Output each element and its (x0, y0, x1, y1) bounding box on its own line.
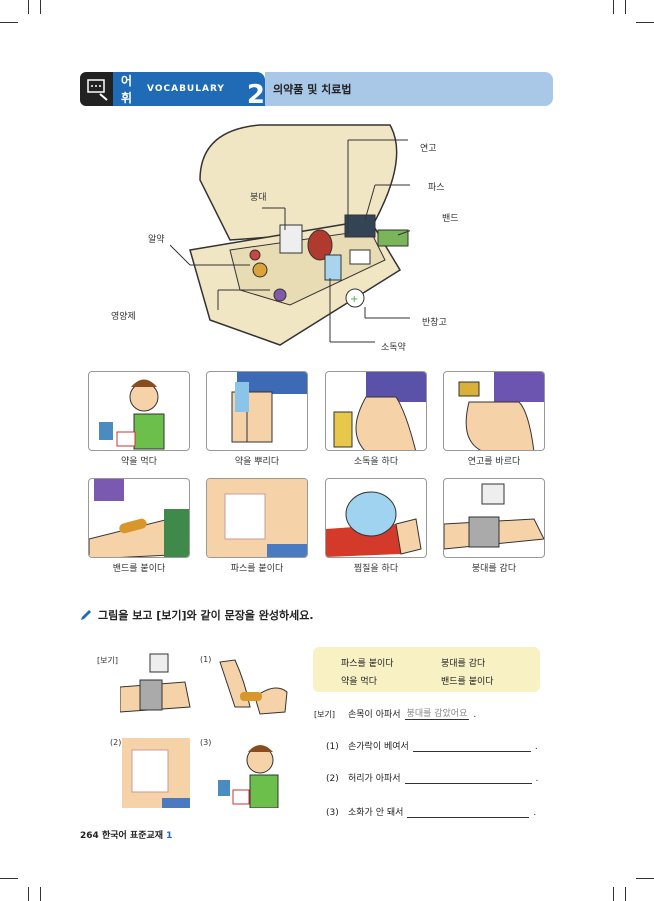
vocabulary-icon (80, 72, 114, 106)
exercise-item: (1) 손가락이 베여서 . (326, 739, 538, 752)
word-option: 파스를 붙이다 (341, 659, 394, 669)
crop-mark (636, 22, 654, 23)
item-number: (3) (326, 808, 339, 818)
label-band: 밴드 (442, 214, 459, 224)
answer-blank[interactable] (407, 806, 530, 818)
image-label: (3) (200, 738, 212, 747)
svg-text:+: + (350, 294, 358, 305)
answer-blank[interactable] (404, 772, 532, 784)
picture-spray-medicine (206, 371, 308, 451)
period: . (533, 808, 537, 818)
crop-mark (40, 887, 41, 901)
period: . (534, 742, 538, 752)
crop-mark (613, 887, 614, 901)
example-answer: 붕대를 감았어요 (404, 706, 470, 720)
label-adhesive-plaster: 반창고 (422, 318, 447, 328)
picture-caption: 붕대를 감다 (471, 564, 517, 574)
book-title: 한국어 표준교재 (101, 831, 164, 841)
page-footer: 264 한국어 표준교재 1 (80, 828, 172, 841)
picture-caption: 소독을 하다 (353, 457, 399, 467)
section-number: 2 (246, 80, 265, 110)
label-pill: 알약 (148, 235, 165, 245)
picture-apply-ointment (443, 371, 545, 451)
example-image-bandage (120, 653, 191, 713)
exercise-image-band (219, 659, 288, 715)
word-option: 약을 먹다 (341, 677, 377, 687)
word-option: 붕대를 감다 (441, 659, 486, 669)
picture-caption: 파스를 붙이다 (230, 564, 284, 574)
page-title: 의약품 및 치료법 (265, 72, 553, 106)
picture-wrap-bandage (443, 478, 545, 558)
period: . (473, 710, 477, 720)
label-disinfectant: 소독약 (381, 343, 406, 353)
label-pain-patch: 파스 (428, 183, 445, 193)
exercise-instruction: 그림을 보고 [보기]와 같이 문장을 완성하세요. (80, 607, 314, 623)
example-label: [보기] (314, 710, 335, 719)
example-sentence: [보기] 손목이 아파서 붕대를 감았어요. (314, 706, 476, 720)
image-label: (2) (110, 738, 122, 747)
crop-mark (28, 887, 29, 901)
section-label-en: VOCABULARY (147, 84, 225, 94)
picture-caption: 연고를 바르다 (467, 457, 521, 467)
book-volume: 1 (166, 831, 173, 841)
crop-mark (40, 0, 41, 14)
label-bandage: 붕대 (250, 193, 267, 203)
crop-mark (625, 887, 626, 901)
crop-mark (28, 0, 29, 14)
pencil-icon (81, 610, 91, 620)
picture-disinfect (325, 371, 427, 451)
crop-mark (636, 878, 654, 879)
crop-mark (613, 0, 614, 14)
item-prompt: 소화가 안 돼서 (348, 808, 404, 818)
word-box: 파스를 붙이다 붕대를 감다 약을 먹다 밴드를 붙이다 (313, 647, 540, 692)
item-prompt: 손가락이 베여서 (348, 742, 409, 752)
period: . (535, 774, 539, 784)
picture-caption: 밴드를 붙이다 (112, 564, 166, 574)
exercise-item: (2) 허리가 아파서 . (326, 771, 538, 784)
exercise-image-medicine (218, 745, 279, 808)
instruction-text: 그림을 보고 [보기]와 같이 문장을 완성하세요. (98, 609, 314, 622)
answer-blank[interactable] (412, 740, 531, 752)
picture-take-medicine (88, 371, 190, 451)
image-label: [보기] (97, 656, 118, 665)
word-option: 밴드를 붙이다 (441, 677, 494, 687)
item-number: (1) (326, 742, 339, 752)
picture-caption: 약을 먹다 (121, 457, 157, 467)
picture-caption: 약을 뿌리다 (234, 457, 280, 467)
section-tab: 어휘 VOCABULARY 2 (113, 72, 265, 110)
item-number: (2) (326, 774, 339, 784)
label-ointment: 연고 (420, 144, 437, 154)
picture-apply-band (88, 478, 190, 558)
first-aid-kit-illustration: + (170, 124, 410, 346)
exercise-item: (3) 소화가 안 돼서 . (326, 805, 536, 818)
crop-mark (0, 22, 18, 23)
crop-mark (625, 0, 626, 14)
page-number: 264 (80, 831, 99, 841)
picture-apply-pain-patch (206, 478, 308, 558)
exercise-image-pain-patch (122, 738, 190, 808)
section-label: 어휘 (121, 74, 133, 105)
picture-compress (325, 478, 427, 558)
picture-caption: 찜질을 하다 (353, 564, 399, 574)
item-prompt: 허리가 아파서 (348, 774, 401, 784)
example-prompt: 손목이 아파서 (348, 710, 401, 720)
image-label: (1) (200, 655, 212, 664)
label-supplement: 영양제 (111, 312, 136, 322)
crop-mark (0, 878, 18, 879)
